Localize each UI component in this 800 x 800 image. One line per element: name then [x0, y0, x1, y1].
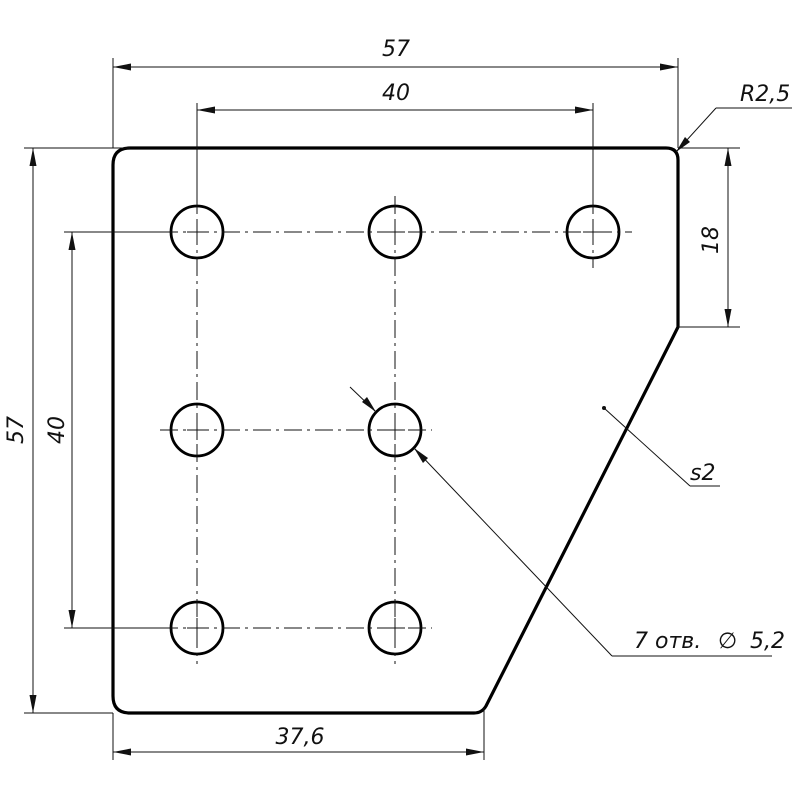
leader-corner-radius: R2,5 — [675, 82, 792, 153]
leader-thickness: s2 — [602, 406, 720, 487]
dim-bottom-width: 37,6 — [112, 708, 485, 760]
dim-hole-spacing-vertical: 40 — [45, 231, 171, 629]
dim-overall-width-label: 57 — [382, 37, 410, 62]
dim-overall-height-label: 57 — [4, 416, 29, 444]
centerlines — [160, 196, 632, 664]
dim-overall-height: 57 — [4, 147, 130, 714]
dim-notch-height: 18 — [678, 147, 740, 328]
leader-holes: 7 отв. ∅ 5,2 — [349, 386, 785, 657]
thickness-label: s2 — [690, 461, 715, 486]
dim-hole-spacing-horizontal-label: 40 — [382, 81, 410, 106]
holes-diameter-value: 5,2 — [750, 629, 785, 654]
dim-notch-height-label: 18 — [699, 226, 724, 254]
dim-hole-spacing-vertical-label: 40 — [45, 416, 70, 444]
dim-hole-spacing-horizontal: 40 — [196, 81, 594, 196]
plate-outline — [111, 146, 680, 715]
corner-radius-label: R2,5 — [740, 82, 790, 107]
holes-note-prefix: 7 отв. — [634, 629, 701, 654]
holes-diameter-symbol: ∅ — [718, 629, 737, 654]
dim-overall-width: 57 — [112, 37, 679, 148]
dim-bottom-width-label: 37,6 — [276, 725, 325, 750]
